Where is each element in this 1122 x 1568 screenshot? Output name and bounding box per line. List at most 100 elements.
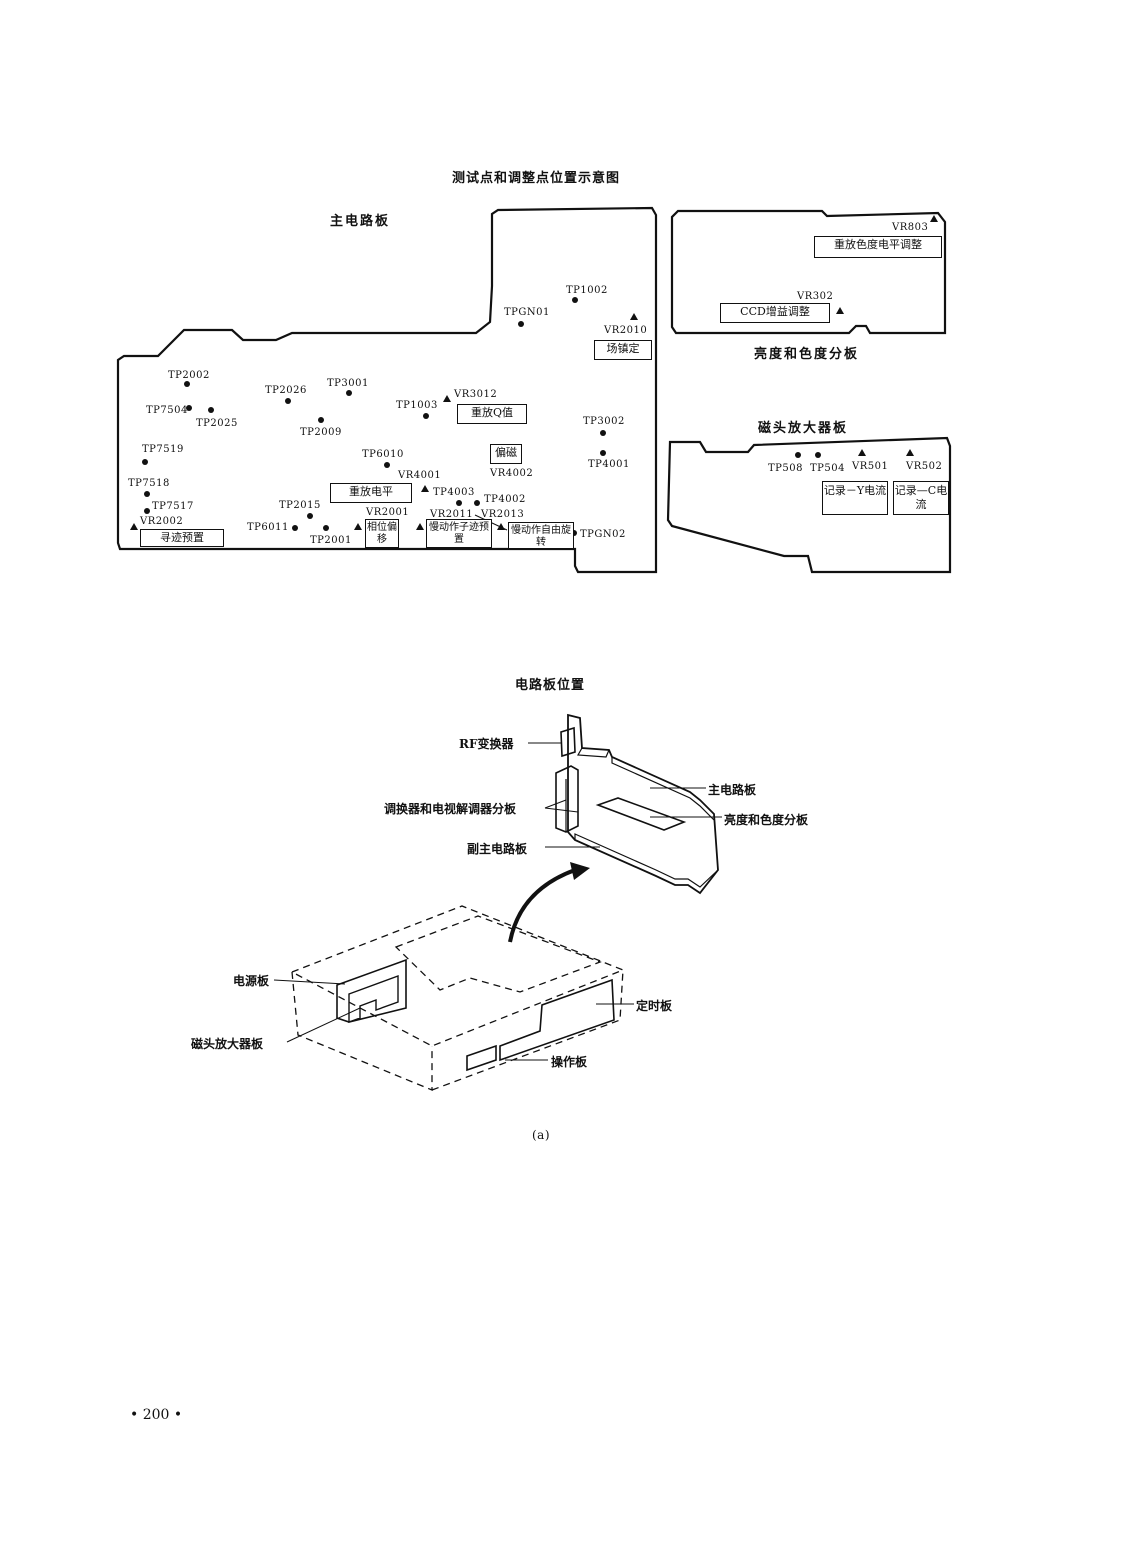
main-board-outline [116, 206, 658, 574]
callout-timer: 定时板 [636, 999, 673, 1013]
tp-label: TP3001 [327, 378, 369, 389]
head-amp-board-title: 磁头放大器板 [758, 421, 849, 436]
tp-label: TP2002 [168, 370, 210, 381]
adjust-box: 记录—C电流 [893, 481, 949, 515]
tp-label: TP2015 [279, 500, 321, 511]
vr-label: VR2002 [140, 516, 184, 527]
adjust-point-triangle [836, 307, 844, 314]
vr-label: VR4001 [398, 470, 442, 481]
tp-label: TP7518 [128, 478, 170, 489]
test-point-dot [318, 417, 324, 423]
test-point-dot [571, 530, 577, 536]
vr-label: VR302 [797, 291, 834, 302]
test-point-dot [600, 430, 606, 436]
tp-label: TP4002 [484, 494, 526, 505]
test-point-dot [184, 381, 190, 387]
tp-label: TP6010 [362, 449, 404, 460]
adjust-point-triangle [421, 485, 429, 492]
tp-label: TP7519 [142, 444, 184, 455]
test-point-dot [384, 462, 390, 468]
callout-rf: RF变换器 [459, 737, 514, 751]
adjust-box: 重放电平 [330, 483, 412, 503]
callout-head-amp: 磁头放大器板 [191, 1037, 264, 1051]
test-point-dot [456, 500, 462, 506]
vr-label: VR502 [906, 461, 943, 472]
callout-main: 主电路板 [708, 783, 757, 797]
adjust-box: 寻迹预置 [140, 529, 224, 547]
vr-label: VR2011 [430, 509, 474, 520]
adjust-box: 慢动作自由旋转 [508, 522, 574, 549]
tp-label: TP1002 [566, 285, 608, 296]
callout-power: 电源板 [233, 974, 270, 988]
location-diagram-title: 电路板位置 [515, 678, 586, 693]
callout-luma: 亮度和色度分板 [724, 813, 809, 827]
test-point-dot [815, 452, 821, 458]
callout-tuner: 调换器和电视解调器分板 [384, 802, 517, 816]
luma-board-title: 亮度和色度分板 [754, 347, 860, 362]
test-point-dot [323, 525, 329, 531]
adjust-box: 场镇定 [594, 340, 652, 360]
test-point-dot [142, 459, 148, 465]
tp-label: TPGN01 [504, 307, 550, 318]
adjust-point-triangle [354, 523, 362, 530]
vr-label: VR3012 [454, 389, 498, 400]
luma-board-outline [670, 209, 947, 335]
adjust-box: 记录－Y电流 [822, 481, 888, 515]
test-point-dot [186, 405, 192, 411]
test-point-dot [518, 321, 524, 327]
tp-label: TP4001 [588, 459, 630, 470]
adjust-point-triangle [906, 449, 914, 456]
adjust-point-triangle [130, 523, 138, 530]
test-point-dot [346, 390, 352, 396]
test-point-dot [600, 450, 606, 456]
tp-label: TP2026 [265, 385, 307, 396]
tp-label: TP4003 [433, 487, 475, 498]
test-point-dot [208, 407, 214, 413]
test-point-dot [144, 491, 150, 497]
test-point-dot [292, 525, 298, 531]
tp-label: TP2001 [310, 535, 352, 546]
tp-label: TP1003 [396, 400, 438, 411]
test-point-dot [285, 398, 291, 404]
tp-label: TP2025 [196, 418, 238, 429]
tp-label: TPGN02 [580, 529, 626, 540]
test-point-dot [423, 413, 429, 419]
adjust-point-triangle [497, 523, 505, 530]
adjust-point-triangle [416, 523, 424, 530]
tp-label: TP7504 [146, 405, 188, 416]
tp-label: TP2009 [300, 427, 342, 438]
test-point-dot [307, 513, 313, 519]
adjust-box: CCD增益调整 [720, 303, 830, 323]
test-point-dot [474, 500, 480, 506]
callout-sub-main: 副主电路板 [467, 842, 528, 856]
adjust-point-triangle [858, 449, 866, 456]
vr-label: VR2001 [366, 507, 410, 518]
tp-label: TP508 [768, 463, 803, 474]
tp-label: TP6011 [247, 522, 289, 533]
vr-label: VR501 [852, 461, 889, 472]
test-point-dot [144, 508, 150, 514]
tp-label: TP7517 [152, 501, 194, 512]
adjust-box: 重放Q值 [457, 404, 527, 424]
adjust-point-triangle [930, 215, 938, 222]
adjust-box: 偏磁 [490, 444, 522, 464]
vr-label: VR2010 [604, 325, 648, 336]
vr-label: VR2013 [481, 509, 525, 520]
tp-label: TP3002 [583, 416, 625, 427]
head-amp-board-outline [666, 436, 952, 574]
vr-label: VR4002 [490, 468, 534, 479]
adjust-point-triangle [630, 313, 638, 320]
test-point-dot [572, 297, 578, 303]
adjust-box: 慢动作子迹预置 [426, 519, 492, 548]
page-title: 测试点和调整点位置示意图 [452, 171, 621, 186]
adjust-point-triangle [443, 395, 451, 402]
figure-caption: (a) [532, 1128, 551, 1142]
callout-operation: 操作板 [551, 1055, 588, 1069]
adjust-box: 相位偏移 [365, 519, 399, 548]
test-point-dot [795, 452, 801, 458]
adjust-box: 重放色度电平调整 [814, 236, 942, 258]
tp-label: TP504 [810, 463, 845, 474]
vr-label: VR803 [892, 222, 929, 233]
page-number: • 200 • [130, 1407, 183, 1423]
